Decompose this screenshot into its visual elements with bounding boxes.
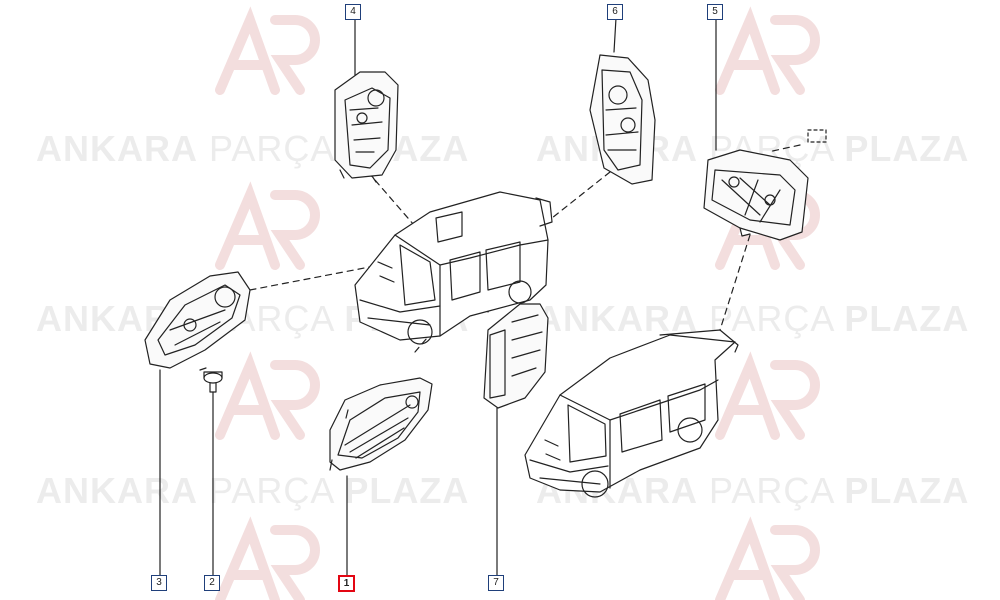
part-1-lamp-lens: [329, 377, 433, 471]
connector-clip: [807, 129, 827, 143]
watermark-logo: [715, 516, 820, 600]
watermark-logo: [215, 6, 320, 95]
watermark-logo: [715, 6, 820, 95]
callout-3[interactable]: 3: [151, 575, 167, 591]
callout-7[interactable]: 7: [488, 575, 504, 591]
watermark-logo: [215, 516, 320, 600]
watermark-logo: [715, 351, 820, 440]
part-4-lamp-housing: [334, 71, 399, 183]
watermark-text: ANKARA PARÇA PLAZA: [36, 470, 470, 511]
watermark-logo: [215, 181, 320, 270]
callout-5[interactable]: 5: [707, 4, 723, 20]
part-2-screw: [199, 367, 223, 393]
callout-2[interactable]: 2: [204, 575, 220, 591]
watermark-logo: [215, 351, 320, 440]
part-7-dome-lamp: [483, 303, 549, 409]
callout-1-highlighted[interactable]: 1: [338, 575, 355, 592]
van-front-view: [524, 329, 739, 498]
part-5-lamp-assembly: [703, 149, 809, 241]
leader-lines: [159, 17, 717, 577]
callout-6[interactable]: 6: [607, 4, 623, 20]
part-3-lamp-housing: [144, 271, 251, 369]
watermark-text: ANKARA PARÇA PLAZA: [536, 298, 970, 339]
van-rear-view: [354, 191, 553, 345]
callout-4[interactable]: 4: [345, 4, 361, 20]
part-6-lamp-housing: [589, 54, 656, 185]
